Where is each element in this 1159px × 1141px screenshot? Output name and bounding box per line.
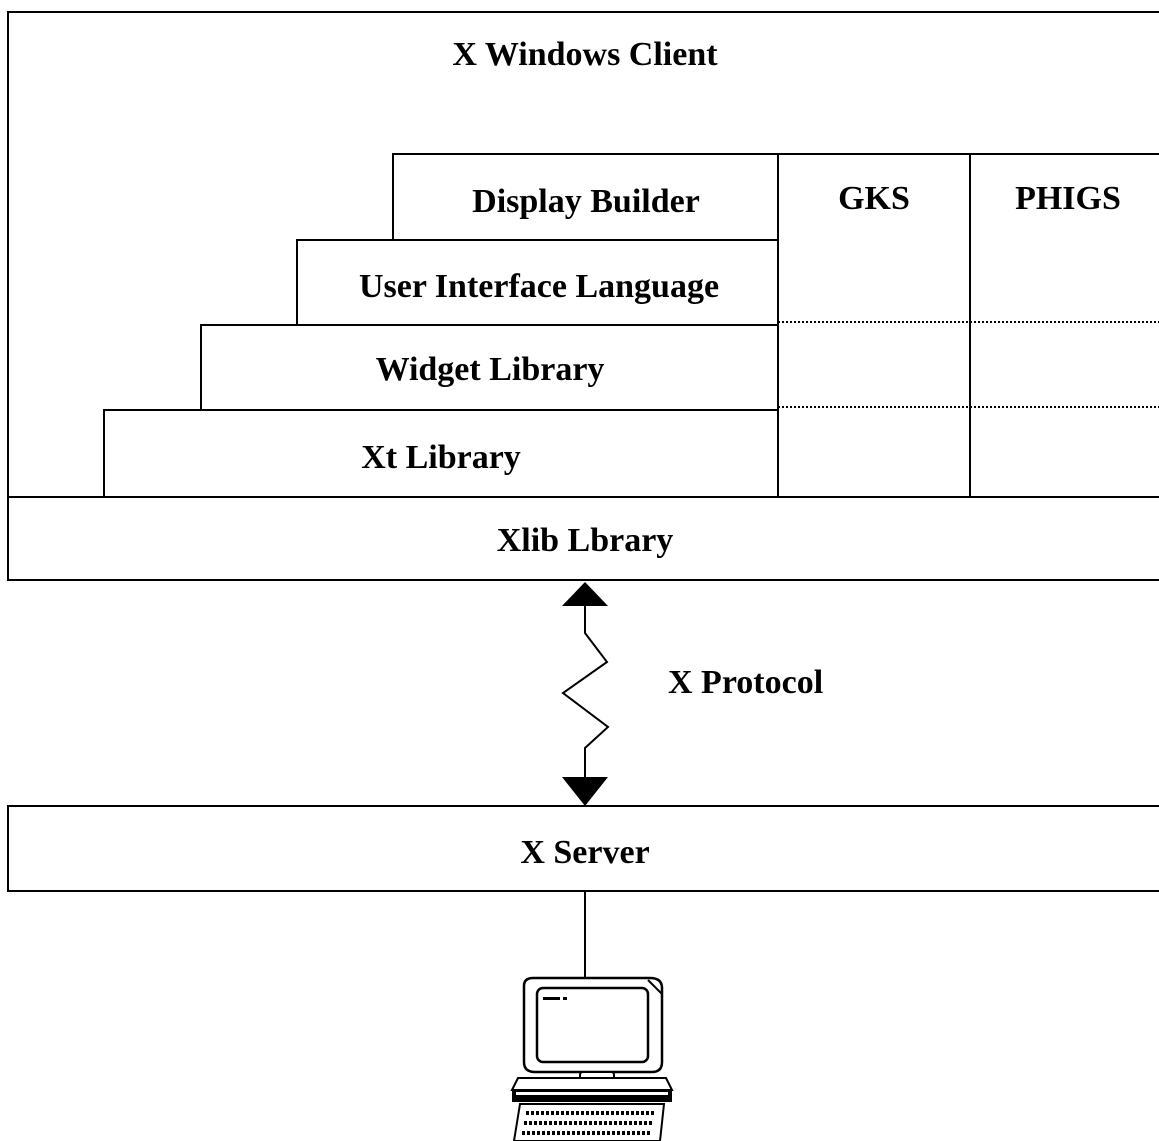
server-label: X Server (520, 834, 649, 871)
protocol-zigzag-line (561, 606, 610, 777)
display-builder-box (392, 153, 1159, 240)
uil-label: User Interface Language (359, 268, 719, 305)
protocol-down-arrow-icon (562, 777, 608, 806)
client-box (7, 11, 1159, 581)
protocol-label: X Protocol (668, 664, 823, 701)
protocol-up-arrow-icon (562, 582, 608, 606)
uil-box (296, 239, 778, 325)
xlib-label: Xlib Lbrary (497, 522, 674, 559)
widget-library-box (200, 324, 778, 410)
widget-library-label: Widget Library (376, 351, 605, 388)
server-box (7, 805, 1159, 892)
xt-library-label: Xt Library (361, 439, 521, 476)
gks-label: GKS (838, 180, 910, 217)
xt-library-box (103, 409, 778, 497)
display-builder-label: Display Builder (472, 183, 700, 220)
client-title: X Windows Client (452, 36, 718, 73)
phigs-label: PHIGS (1015, 180, 1121, 217)
computer-terminal-icon (510, 976, 674, 1141)
